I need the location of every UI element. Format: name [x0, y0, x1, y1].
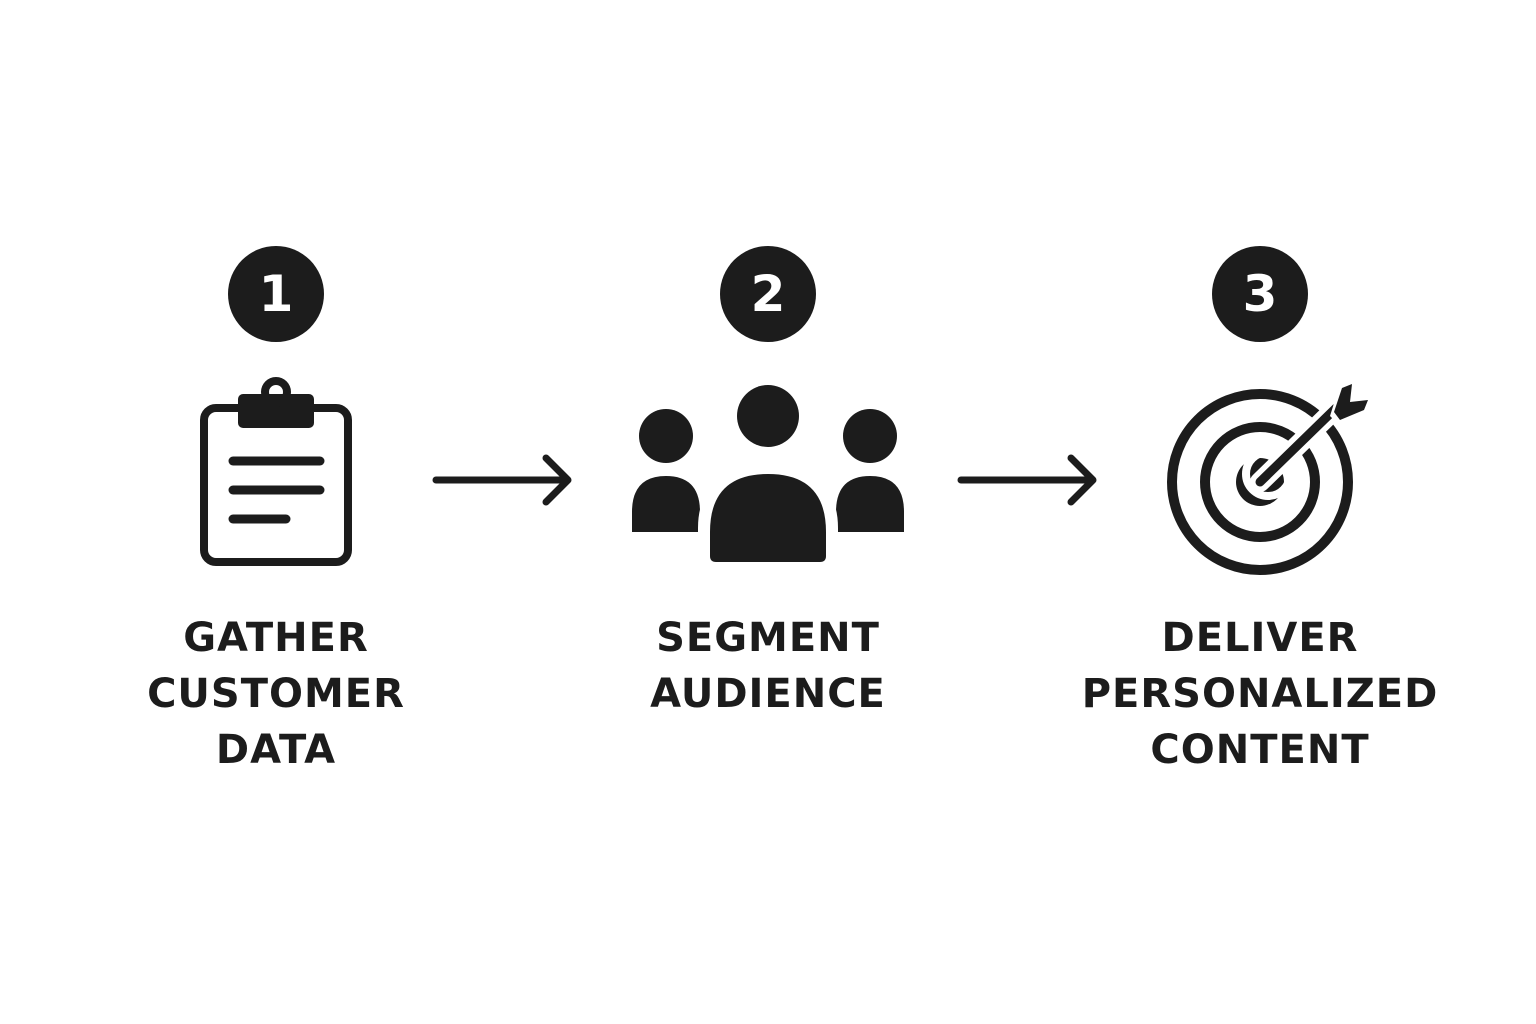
- step-number-badge: 2: [720, 246, 816, 342]
- step-segment-audience: 2 SEGMENT AUDIENCE: [558, 246, 978, 717]
- step-label: SEGMENT AUDIENCE: [558, 610, 978, 722]
- step-label-line: CONTENT: [1150, 727, 1370, 773]
- step-label-line: CUSTOMER: [147, 671, 405, 717]
- step-label: DELIVER PERSONALIZED CONTENT: [1050, 610, 1470, 778]
- step-label-line: DATA: [215, 727, 337, 773]
- step-gather-customer-data: 1 GATHER CUSTOMER DATA: [66, 246, 486, 773]
- step-deliver-personalized-content: 3 DELIVER PERSONALIZED CONTENT: [1050, 246, 1470, 773]
- step-label-line: PERSONALIZED: [1081, 671, 1439, 717]
- step-label-line: AUDIENCE: [650, 671, 886, 717]
- arrow-right-icon: [428, 449, 578, 511]
- people-group-icon: [618, 372, 918, 582]
- step-label-line: SEGMENT: [656, 615, 880, 661]
- clipboard-icon: [126, 372, 426, 582]
- step-label: GATHER CUSTOMER DATA: [66, 610, 486, 778]
- target-arrow-icon: [1110, 372, 1410, 582]
- step-number-badge: 3: [1212, 246, 1308, 342]
- arrow-right-icon: [953, 449, 1103, 511]
- step-label-line: DELIVER: [1161, 615, 1359, 661]
- step-label-line: GATHER: [183, 615, 369, 661]
- step-number-badge: 1: [228, 246, 324, 342]
